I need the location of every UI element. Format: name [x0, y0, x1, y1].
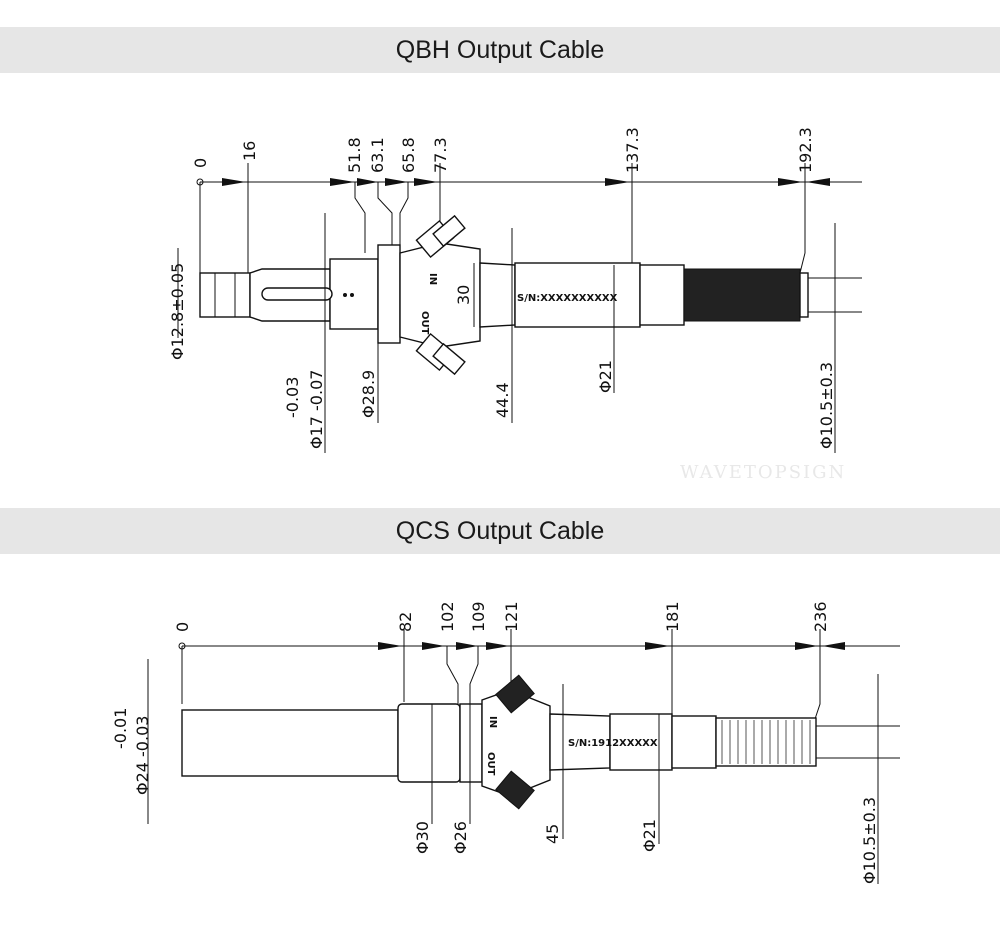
qcs-arrow — [422, 642, 445, 650]
qcs-strain-relief — [715, 717, 817, 767]
qbh-h30-label: 30 — [454, 285, 473, 305]
qcs-d105-label: Φ10.5±0.3 — [860, 797, 879, 884]
qbh-arrow — [605, 178, 630, 186]
qcs-extension-line — [446, 646, 459, 704]
qbh-pos-label: 63.1 — [368, 137, 387, 173]
qbh-extension-line — [377, 182, 393, 253]
qcs-arrow — [378, 642, 402, 650]
qbh-extension-line — [399, 182, 409, 253]
qcs-arrow — [456, 642, 478, 650]
qbh-serial-marking: S/N:XXXXXXXXXX — [517, 293, 618, 304]
qcs-in-marking: IN — [487, 716, 498, 728]
qcs-d24-lower-label: Φ24 -0.03 — [133, 716, 152, 795]
qbh-neck — [479, 262, 516, 328]
qbh-slot — [261, 287, 333, 301]
qbh-pos-label: 51.8 — [345, 137, 364, 173]
qbh-collar — [329, 258, 379, 330]
qbh-d128-label: Φ12.8±0.05 — [168, 263, 187, 360]
qbh-d289-label: Φ28.9 — [359, 370, 378, 418]
qcs-ring — [459, 703, 483, 783]
qcs-pos-label: 102 — [438, 601, 457, 632]
qcs-drawing: 0 82 102 109 121 181 236 IN OUT S/N:1912… — [111, 601, 900, 884]
qbh-connector-lower — [415, 332, 466, 376]
qbh-pos-label: 137.3 — [623, 127, 642, 173]
qcs-connector-upper — [495, 674, 535, 714]
qbh-extension-line — [354, 182, 366, 253]
qbh-pos-label: 65.8 — [399, 137, 418, 173]
qbh-arrow — [414, 178, 438, 186]
qcs-pos-label: 121 — [502, 601, 521, 632]
qbh-h444-label: 44.4 — [493, 382, 512, 418]
qcs-arrow — [486, 642, 510, 650]
qbh-arrow — [385, 178, 408, 186]
qbh-arrow — [330, 178, 355, 186]
qcs-out-marking: OUT — [485, 752, 496, 776]
qbh-arrow — [222, 178, 246, 186]
qbh-arrow — [357, 178, 378, 186]
qbh-d17-lower-label: Φ17 -0.07 — [307, 370, 326, 449]
qbh-section-title: QBH Output Cable — [0, 27, 1000, 73]
qcs-arrow — [645, 642, 670, 650]
qbh-strain-relief — [683, 268, 801, 322]
qcs-pos-label: 82 — [396, 612, 415, 632]
qbh-drawing: 0 16 51.8 63.1 65.8 77.3 137.3 192.3 S/N… — [168, 127, 862, 483]
qcs-arrow — [795, 642, 818, 650]
qcs-nut — [671, 715, 717, 769]
qcs-pos-label: 109 — [469, 601, 488, 632]
qcs-d24-upper-label: -0.01 — [111, 708, 130, 749]
qcs-d21-label: Φ21 — [640, 819, 659, 852]
qcs-d30-label: Φ30 — [413, 821, 432, 854]
watermark: WAVETOPSIGN — [680, 462, 846, 483]
qcs-tip — [181, 709, 399, 777]
qbh-pos-label: 77.3 — [431, 137, 450, 173]
qcs-extension-line — [469, 646, 479, 704]
qbh-nut — [639, 264, 685, 326]
qcs-pos-label: 0 — [173, 622, 192, 632]
qbh-pos-label: 16 — [240, 141, 259, 161]
qbh-flange — [377, 244, 401, 344]
qbh-pos-label: 192.3 — [796, 127, 815, 173]
qbh-main-tube — [514, 262, 641, 328]
qbh-in-marking: IN — [427, 273, 438, 285]
qbh-arrow — [778, 178, 803, 186]
qcs-connector-lower — [495, 770, 535, 810]
qbh-d21-label: Φ21 — [596, 360, 615, 393]
qbh-d17-upper-label: -0.03 — [283, 377, 302, 418]
qcs-arrow — [822, 642, 845, 650]
qcs-serial-marking: S/N:1912XXXXX — [568, 738, 658, 749]
qbh-tip — [199, 272, 251, 318]
qbh-d105-label: Φ10.5±0.3 — [817, 362, 836, 449]
qbh-arrow — [806, 178, 830, 186]
qbh-extension-line — [799, 163, 806, 274]
qbh-pos-label: 0 — [191, 158, 210, 168]
qbh-out-marking: OUT — [419, 311, 430, 335]
qcs-section-title: QCS Output Cable — [0, 508, 1000, 554]
qbh-connector-upper — [415, 214, 466, 259]
qcs-pos-label: 236 — [811, 601, 830, 632]
qcs-h45-label: 45 — [543, 824, 562, 844]
qcs-collar — [397, 703, 461, 783]
qcs-pos-label: 181 — [663, 601, 682, 632]
qcs-d26-label: Φ26 — [451, 821, 470, 854]
qcs-extension-line — [814, 629, 821, 720]
